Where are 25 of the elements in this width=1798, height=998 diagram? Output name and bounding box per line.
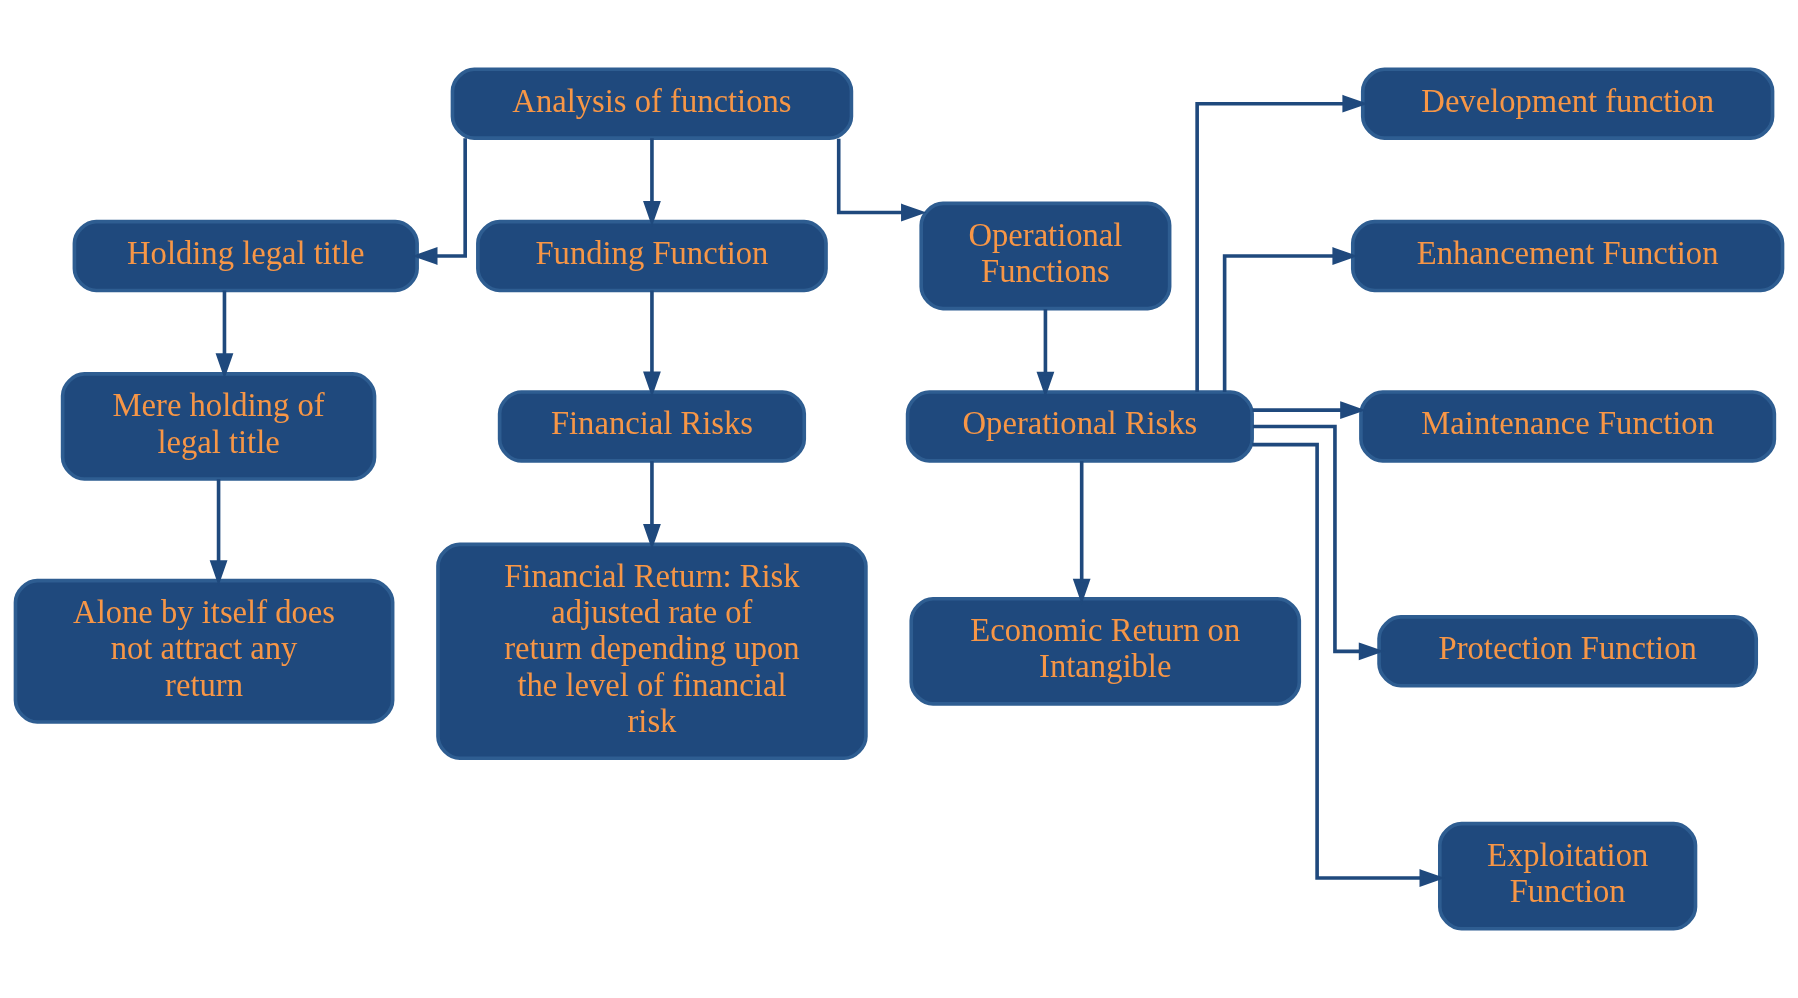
- arrow: [1252, 442, 1445, 887]
- arrow: [215, 290, 234, 379]
- arrow: [1222, 247, 1358, 392]
- node-box: Protection Function: [1377, 615, 1759, 688]
- node-box: Analysis of functions: [450, 67, 854, 140]
- node-box: Holding legal title: [72, 219, 419, 293]
- arrow: [1195, 94, 1368, 392]
- node-box: Funding Function: [476, 219, 828, 293]
- arrow: [209, 479, 228, 586]
- arrow: [836, 138, 927, 222]
- node-box: Operational Functions: [919, 201, 1172, 311]
- node-box: Economic Return on Intangible: [909, 596, 1302, 706]
- node-box: Financial Risks: [497, 390, 807, 463]
- node-box: Enhancement Function: [1350, 219, 1785, 293]
- node-box: Financial Return: Risk adjusted rate of return depending upon the level of financial risk: [436, 542, 868, 761]
- node-box: Operational Risks: [905, 390, 1254, 463]
- node-box: Development function: [1360, 67, 1775, 140]
- arrow: [643, 290, 661, 397]
- arrow: [412, 138, 467, 265]
- arrow: [643, 138, 661, 227]
- arrow: [1252, 401, 1366, 420]
- node-box: Mere holding of legal title: [60, 372, 377, 481]
- node-box: Exploitation Function: [1438, 821, 1698, 931]
- node-box: Alone by itself does not attract any return: [13, 578, 395, 724]
- node-box: Maintenance Function: [1359, 390, 1777, 463]
